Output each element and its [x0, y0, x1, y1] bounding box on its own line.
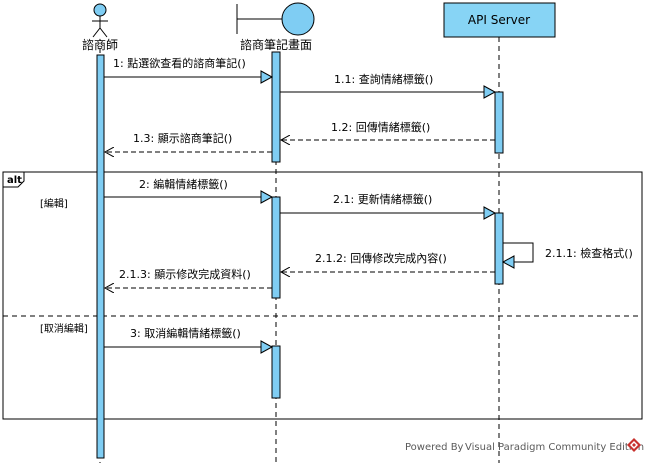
- actor-figure-icon: [92, 3, 108, 38]
- message-label: 2.1.1: 檢查格式(): [545, 246, 633, 260]
- visual-paradigm-logo-icon: [627, 438, 641, 452]
- server-box: [443, 2, 556, 38]
- message-arrowhead: [260, 70, 274, 84]
- message-label: 2: 編輯情緒標籤(): [139, 177, 228, 191]
- alt-operator: alt: [7, 175, 22, 186]
- message-label: 1.1: 查詢情緒標籤(): [334, 72, 433, 86]
- alt-fragment: [2, 171, 643, 420]
- message-arrowhead: [483, 85, 497, 99]
- boundary-label: 諮商筆記畫面: [240, 37, 312, 52]
- actor-label: 諮商師: [82, 37, 118, 52]
- message-label: 1.3: 顯示諮商筆記(): [133, 131, 232, 145]
- footer-powered-by: Powered By: [405, 442, 464, 453]
- boundary-activation-1: [271, 51, 281, 163]
- message-arrowhead: [260, 190, 274, 204]
- guard-cancel: [取消編輯]: [40, 322, 88, 335]
- guard-edit: [編輯]: [40, 197, 68, 210]
- message-label: 1.2: 回傳情緒標籤(): [331, 120, 430, 134]
- server-activation-1: [494, 91, 504, 154]
- footer-product: Visual Paradigm Community Edition: [465, 442, 644, 453]
- message-label: 3: 取消編輯情緒標籤(): [130, 326, 241, 340]
- message-label: 2.1.2: 回傳修改完成內容(): [315, 251, 447, 265]
- message-arrowhead: [483, 206, 497, 220]
- self-call-arrow: [503, 242, 534, 263]
- boundary-activation-3: [271, 345, 281, 399]
- message-arrowhead: [501, 255, 515, 269]
- boundary-icon: [236, 2, 315, 36]
- boundary-activation-2: [271, 196, 281, 299]
- server-label: API Server: [468, 13, 530, 27]
- actor-activation: [96, 54, 105, 459]
- message-label: 2.1.3: 顯示修改完成資料(): [119, 267, 251, 281]
- message-label: 1: 點選欲查看的諮商筆記(): [113, 56, 246, 70]
- message-label: 2.1: 更新情緒標籤(): [333, 192, 432, 206]
- message-arrowhead: [260, 340, 274, 354]
- server-activation-2: [494, 212, 504, 285]
- alt-fragment-tag: [2, 171, 25, 188]
